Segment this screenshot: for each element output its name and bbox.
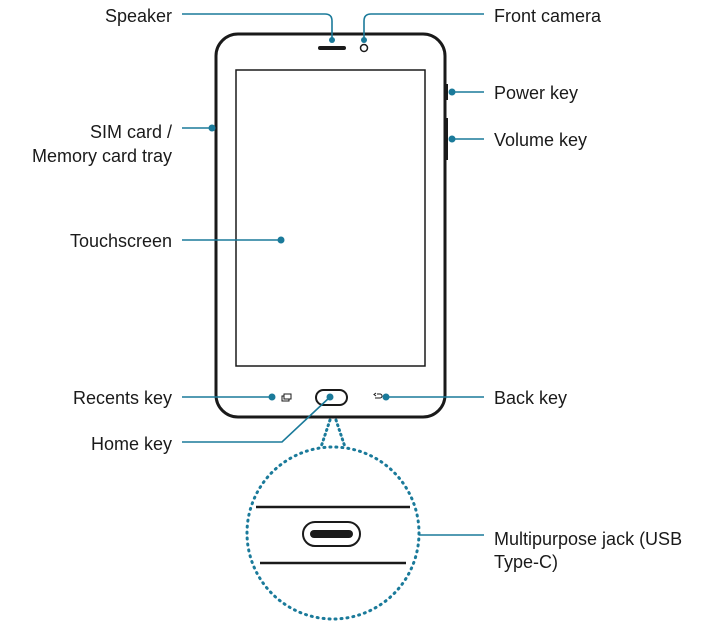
power-key (444, 84, 448, 100)
sim-tray-label-line2: Memory card tray (31, 146, 172, 166)
touchscreen-label: Touchscreen (69, 231, 172, 251)
speaker-grille (318, 46, 346, 50)
touchscreen-callout-dot (277, 236, 285, 244)
sim-tray-label-line1: SIM card / (89, 122, 172, 142)
callout-lines (182, 13, 484, 536)
home-key-callout-dot (326, 393, 334, 401)
jack-label-line2: Type-C) (494, 552, 559, 572)
speaker-callout (182, 13, 333, 40)
front-camera-callout (363, 13, 484, 40)
back-key-label: Back key (494, 388, 568, 408)
recents-key-icon (281, 393, 292, 402)
device-screen (235, 69, 426, 367)
back-key-callout-dot (382, 393, 390, 401)
volume-key-callout-dot (448, 135, 456, 143)
jack-label-line1: Multipurpose jack (USB (494, 529, 683, 549)
home-key-label: Home key (90, 434, 172, 454)
front-camera-label: Front camera (494, 6, 602, 26)
recents-key-label: Recents key (72, 388, 172, 408)
back-key-icon (373, 392, 383, 399)
zoom-connectors (319, 418, 347, 449)
home-key-callout (182, 396, 331, 443)
volume-key (444, 118, 448, 160)
power-key-callout-dot (448, 88, 456, 96)
recents-key-callout-dot (268, 393, 276, 401)
speaker-label: Speaker (104, 6, 172, 26)
usb-c-port-inner (310, 530, 353, 538)
front-camera-lens (359, 43, 369, 53)
front-camera-callout-dot (361, 37, 367, 43)
speaker-callout-dot (329, 37, 335, 43)
sim-tray-callout-dot (208, 124, 216, 132)
volume-key-label: Volume key (494, 130, 588, 150)
power-key-label: Power key (494, 83, 579, 103)
